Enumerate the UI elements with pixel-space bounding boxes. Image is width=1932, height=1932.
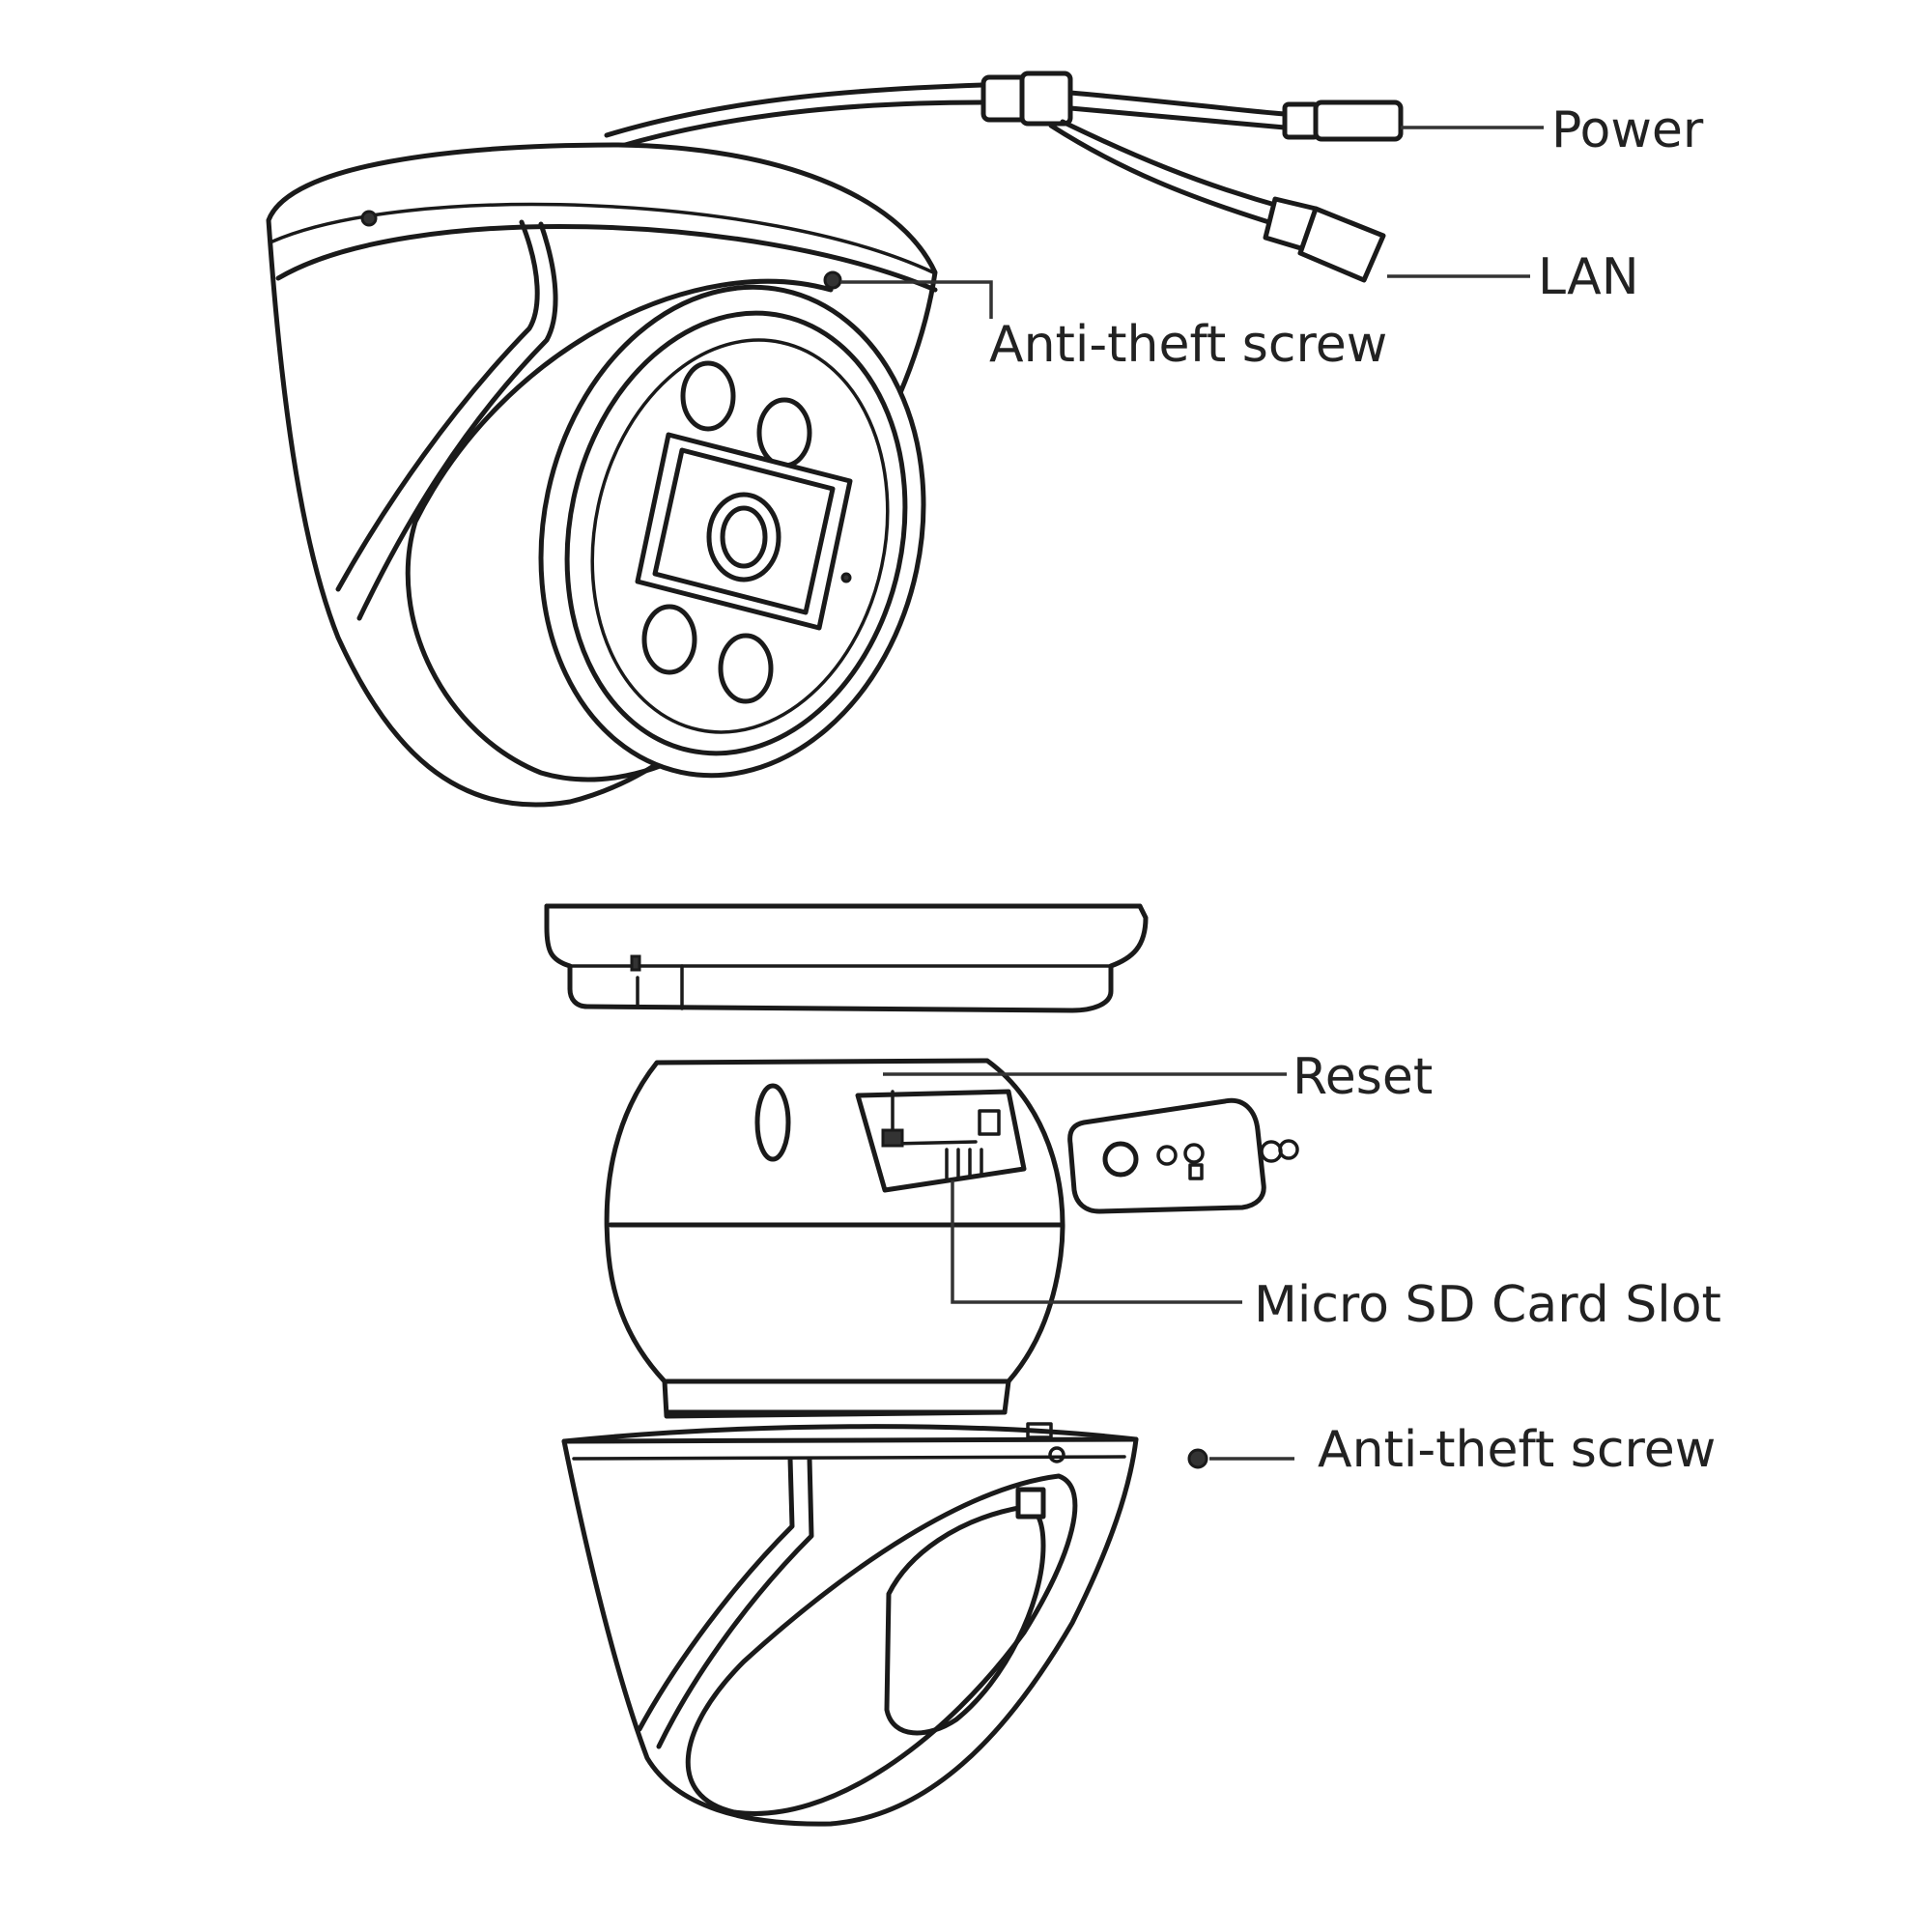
lower-housing-rim bbox=[572, 1455, 1126, 1461]
ir-led-bottom-left bbox=[641, 604, 697, 675]
access-cover-plate bbox=[1067, 1097, 1266, 1214]
access-cover-screw-3 bbox=[1260, 1140, 1283, 1163]
leader-micro-sd bbox=[951, 1180, 1242, 1304]
lower-housing-opening bbox=[685, 1473, 1078, 1816]
label-micro-sd-card-slot: Micro SD Card Slot bbox=[1254, 1276, 1721, 1334]
lower-housing-notch bbox=[1026, 1422, 1053, 1439]
leader-anti-theft-top bbox=[840, 280, 993, 319]
housing-swoop-inner bbox=[356, 221, 558, 621]
anti-theft-screw-bottom bbox=[1187, 1448, 1208, 1469]
power-connector bbox=[1313, 99, 1404, 142]
housing-screw-top-left bbox=[360, 210, 378, 227]
lan-cable-lower bbox=[1048, 123, 1278, 227]
lens-inner bbox=[720, 505, 768, 569]
access-cover-tab bbox=[1188, 1163, 1204, 1180]
label-reset: Reset bbox=[1293, 1048, 1433, 1106]
light-sensor bbox=[840, 572, 852, 583]
lower-housing-inner-cutout bbox=[884, 1504, 1046, 1736]
camera-module-window bbox=[754, 1083, 791, 1162]
power-cable bbox=[1067, 90, 1288, 117]
label-anti-theft-screw-bottom: Anti-theft screw bbox=[1318, 1421, 1716, 1479]
lan-connector bbox=[1297, 206, 1386, 283]
mounting-base bbox=[544, 903, 1149, 1013]
housing-rim-top bbox=[270, 202, 935, 274]
cable-upper bbox=[604, 82, 986, 138]
label-power: Power bbox=[1551, 101, 1704, 159]
anti-theft-screw-top bbox=[823, 270, 842, 290]
lower-housing-shell bbox=[561, 1424, 1139, 1827]
lan-cable bbox=[1060, 119, 1288, 211]
mounting-base-ring bbox=[544, 903, 1149, 1013]
housing-swoop-outer bbox=[335, 219, 540, 592]
lower-housing-swoop-inner bbox=[656, 1456, 814, 1749]
lens-bezel-ring bbox=[564, 310, 908, 756]
cable-lower bbox=[615, 99, 986, 150]
cable-splitter-body bbox=[1019, 71, 1073, 127]
access-cover-screw-1 bbox=[1156, 1145, 1178, 1166]
lower-housing-tab bbox=[1015, 1487, 1046, 1520]
lower-housing-swoop-outer bbox=[637, 1456, 795, 1732]
power-cable-lower bbox=[1067, 105, 1288, 130]
ir-led-top-left bbox=[680, 360, 736, 432]
access-cover-screw-2 bbox=[1183, 1143, 1205, 1164]
label-lan: LAN bbox=[1538, 248, 1639, 306]
lens-bezel-inner bbox=[590, 338, 890, 734]
power-connector-collar bbox=[1282, 101, 1321, 140]
housing-rim bbox=[275, 224, 938, 293]
micro-sd-slot-contacts bbox=[945, 1148, 983, 1182]
lower-housing-top-edge bbox=[561, 1436, 1139, 1444]
label-anti-theft-screw-top: Anti-theft screw bbox=[989, 316, 1387, 374]
access-cover-screw-4 bbox=[1278, 1139, 1299, 1160]
reset-button bbox=[881, 1128, 904, 1148]
access-panel-detail bbox=[978, 1109, 1001, 1136]
mounting-base-pin bbox=[630, 954, 641, 972]
leader-lines bbox=[840, 126, 1544, 1461]
ir-led-bottom-right bbox=[718, 633, 774, 704]
lower-housing bbox=[561, 1422, 1139, 1827]
access-cover-hole bbox=[1102, 1141, 1139, 1178]
lower-housing-screw-hole bbox=[1048, 1446, 1065, 1463]
labels: Power LAN Anti-theft screw Reset Micro S… bbox=[989, 101, 1721, 1479]
sensor-window-inner bbox=[652, 447, 836, 615]
access-cover bbox=[1067, 1097, 1299, 1214]
assembled-camera bbox=[266, 71, 1404, 808]
ir-led-top-right bbox=[756, 397, 812, 469]
camera-module bbox=[604, 1058, 1065, 1419]
